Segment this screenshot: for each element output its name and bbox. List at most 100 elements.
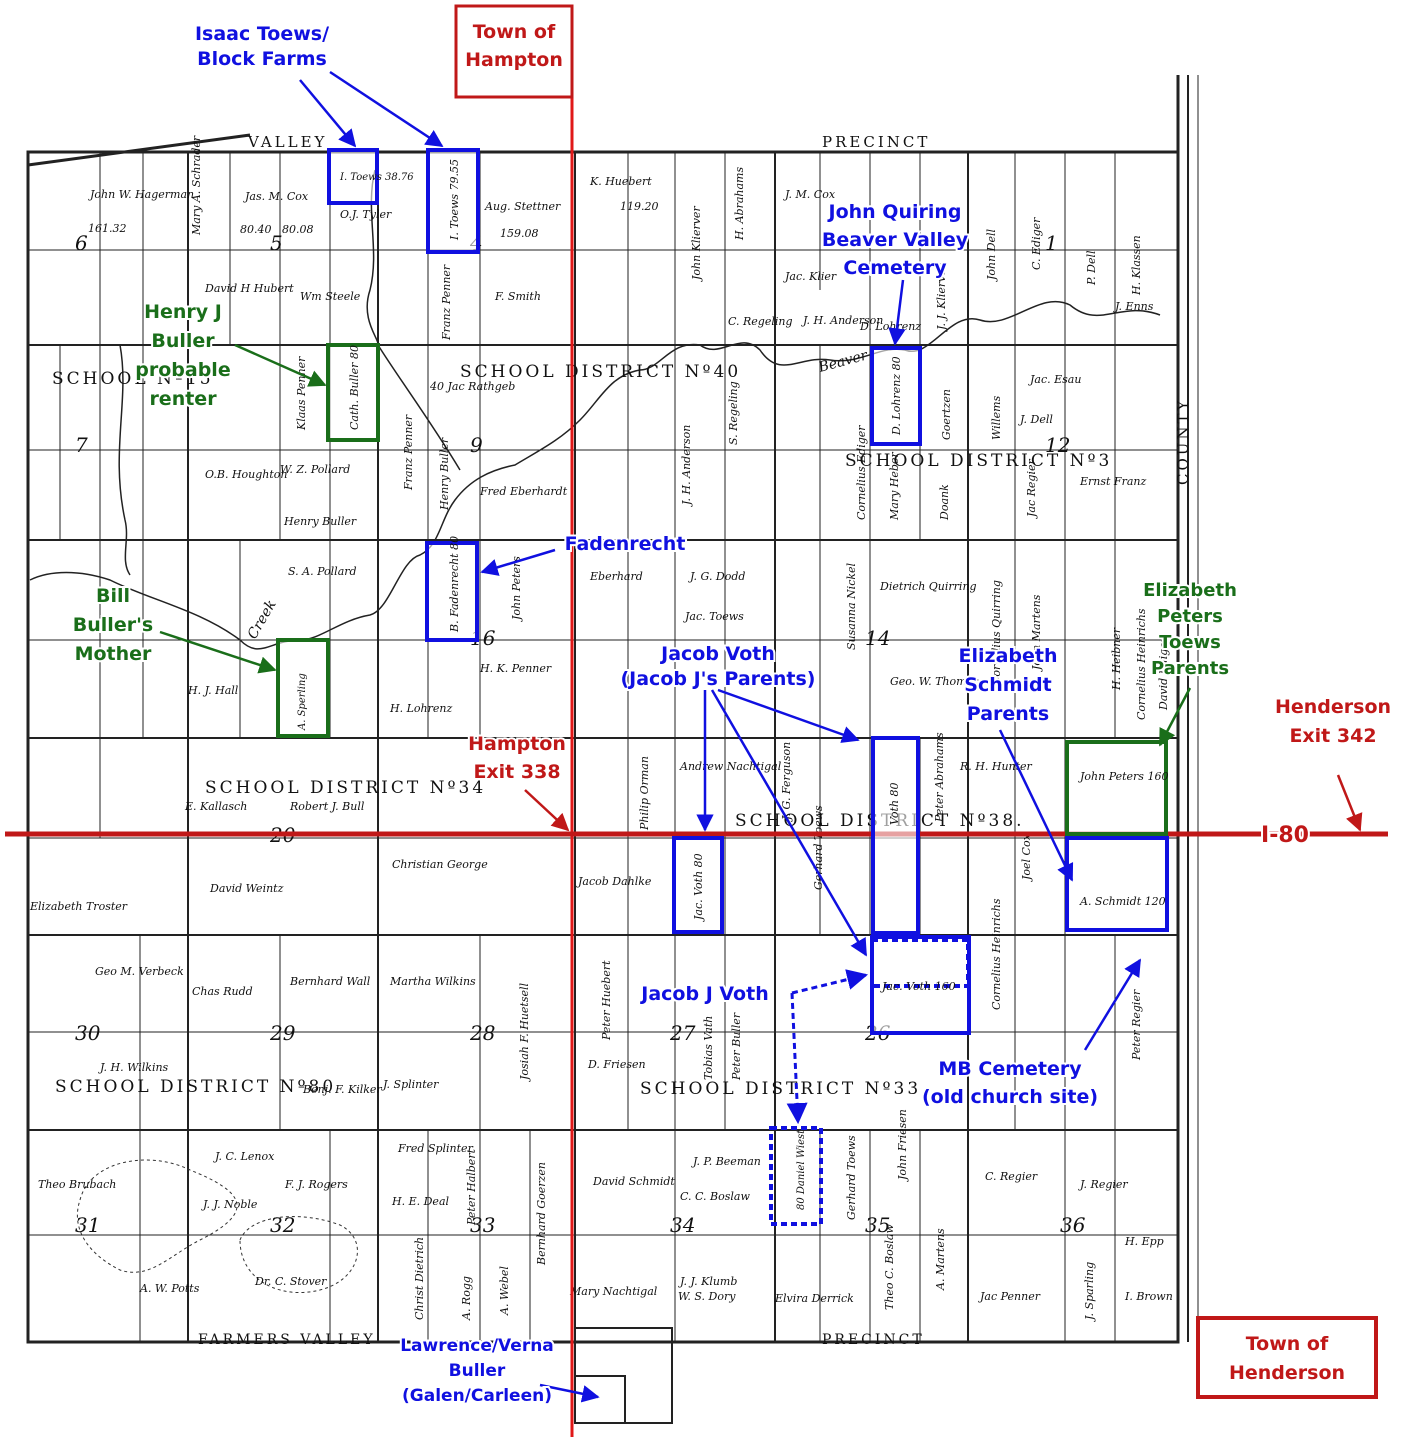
section-number: 1 xyxy=(1045,231,1058,255)
section-number: 32 xyxy=(270,1213,295,1237)
owner-name: O.B. Houghton xyxy=(205,468,288,481)
owner-name: John Dell xyxy=(985,228,998,282)
owner-name: 119.20 xyxy=(620,200,659,213)
owner-name: Jac. Esau xyxy=(1028,373,1081,386)
owner-name: J. G. Ferguson xyxy=(780,742,793,822)
owner-name: David Schmidt xyxy=(592,1175,675,1188)
owner-name: 80.40 xyxy=(240,223,272,236)
owner-name: H. J. Hall xyxy=(187,684,239,697)
owner-name: S. A. Pollard xyxy=(288,565,357,578)
owner-name: Martha Wilkins xyxy=(389,975,476,988)
owner-name: Franz Penner xyxy=(440,264,453,341)
jac-voth-160-label: Jac. Voth 160 xyxy=(880,980,956,993)
owner-name: R. H. Hunter xyxy=(959,760,1033,773)
annotation-jacob-voth: Jacob Voth(Jacob J's Parents) xyxy=(620,643,815,690)
valley-label: VALLEY xyxy=(247,133,327,151)
owner-name: Doank xyxy=(938,484,951,521)
owner-name: Susanna Nickel xyxy=(845,562,858,650)
box-john-peters xyxy=(1065,740,1168,836)
owner-name: Bernhard Goerzen xyxy=(535,1162,548,1266)
waterways xyxy=(29,169,1161,650)
school-district-34: SCHOOL DISTRICT Nº34 xyxy=(205,778,486,798)
owner-name: John Friesen xyxy=(896,1109,909,1182)
owner-name: Elizabeth Troster xyxy=(29,900,128,913)
owner-name: Jac. Klier xyxy=(783,270,837,283)
highlight-boxes xyxy=(276,148,1169,1035)
owner-name: J. G. Dodd xyxy=(688,570,745,583)
owner-name: J. Sparling xyxy=(1083,1262,1096,1322)
owner-name: Fred Splinter xyxy=(397,1142,474,1155)
owner-name: Jac. Toews xyxy=(683,610,744,623)
school-district-80: SCHOOL DISTRICT Nº80 xyxy=(55,1077,336,1097)
section-number: 29 xyxy=(269,1021,296,1045)
owner-name: Geo M. Verbeck xyxy=(95,965,184,978)
owner-name: Mary Nachtigal xyxy=(569,1285,658,1298)
owner-name: Mary Heber xyxy=(888,452,901,521)
owner-name: Mary A. Schrader xyxy=(190,135,203,236)
section-number: 9 xyxy=(470,433,483,457)
a-sperling-label: A. Sperling xyxy=(297,673,308,731)
section-number: 12 xyxy=(1045,433,1070,457)
voth-tall-label: Voth 80 xyxy=(888,782,901,825)
owner-name: Christ Dietrich xyxy=(413,1237,426,1320)
owner-name: Benj. F. Kilker xyxy=(302,1083,382,1096)
owner-name: P. Dell xyxy=(1085,250,1098,286)
owner-name: C. C. Boslaw xyxy=(680,1190,750,1203)
owner-name: K. Huebert xyxy=(589,175,652,188)
box-voth-tall xyxy=(871,736,920,935)
owner-name: Wm Steele xyxy=(300,290,361,303)
town-hampton-box xyxy=(454,4,574,99)
owner-name: A. Webel xyxy=(498,1266,511,1316)
owner-name: Peter Buller xyxy=(730,1012,743,1081)
owner-name: H. Heibner xyxy=(1110,627,1123,691)
owner-name: A. Martens xyxy=(934,1228,947,1291)
owner-name: Robert J. Bull xyxy=(289,800,365,813)
owner-name: C. Ediger xyxy=(1030,217,1043,270)
owner-name: Jas. M. Cox xyxy=(243,190,309,203)
owner-name: J. J. Noble xyxy=(201,1198,258,1211)
beaver-label: Beaver xyxy=(816,347,870,376)
owner-name: O.J. Tyler xyxy=(340,208,392,221)
owner-name: Henry Buller xyxy=(283,515,357,528)
owner-name: Eberhard xyxy=(589,570,643,583)
owner-name: J. Enns xyxy=(1113,300,1154,313)
owner-name: Henry Buller xyxy=(438,437,451,511)
owner-name: J. H. Wilkins xyxy=(98,1061,169,1074)
box-text: I. Toews 38.76 I. Toews 79.55 Cath. Bull… xyxy=(297,159,1168,1210)
section-number: 36 xyxy=(1060,1213,1086,1237)
school-district-3: SCHOOL DISTRICT Nº3 xyxy=(845,451,1112,471)
school-district-40: SCHOOL DISTRICT Nº40 xyxy=(460,362,741,382)
owner-name: David Ediger xyxy=(1157,636,1170,711)
owner-name: Goertzen xyxy=(940,389,953,440)
box-jac-voth xyxy=(672,836,724,934)
school-district-15: SCHOOL Nº15 xyxy=(52,369,214,389)
wetlands xyxy=(76,1159,358,1294)
owner-name: Cornelius Ediger xyxy=(855,425,868,520)
owner-name: Dr. C. Stover xyxy=(254,1275,327,1288)
owner-name: John Martens xyxy=(1030,594,1043,672)
owner-name: S. Regeling xyxy=(727,381,740,445)
owner-name: J. J. Klumb xyxy=(678,1275,737,1288)
section-number: 34 xyxy=(670,1213,695,1237)
owner-name: H. K. Penner xyxy=(479,662,552,675)
box-d-lohrenz xyxy=(870,346,922,446)
owner-name: C. Regier xyxy=(985,1170,1038,1183)
owner-name: Cornelius Heinrichs xyxy=(1135,608,1148,720)
creek-label: Creek xyxy=(245,597,280,642)
owner-name: D. Lohrenz xyxy=(859,320,921,333)
owner-name: A. Rogg xyxy=(460,1276,473,1321)
owner-name: H. Abrahams xyxy=(733,167,746,241)
jac-voth-label: Jac. Voth 80 xyxy=(692,853,705,922)
section-number: 5 xyxy=(270,231,283,255)
owner-name: Philip Orman xyxy=(638,756,651,831)
beaver-creek xyxy=(29,300,1161,650)
owner-name: Ernst Franz xyxy=(1079,475,1146,488)
owner-name: A. W. Potts xyxy=(139,1282,200,1295)
owner-name: Chas Rudd xyxy=(192,985,253,998)
